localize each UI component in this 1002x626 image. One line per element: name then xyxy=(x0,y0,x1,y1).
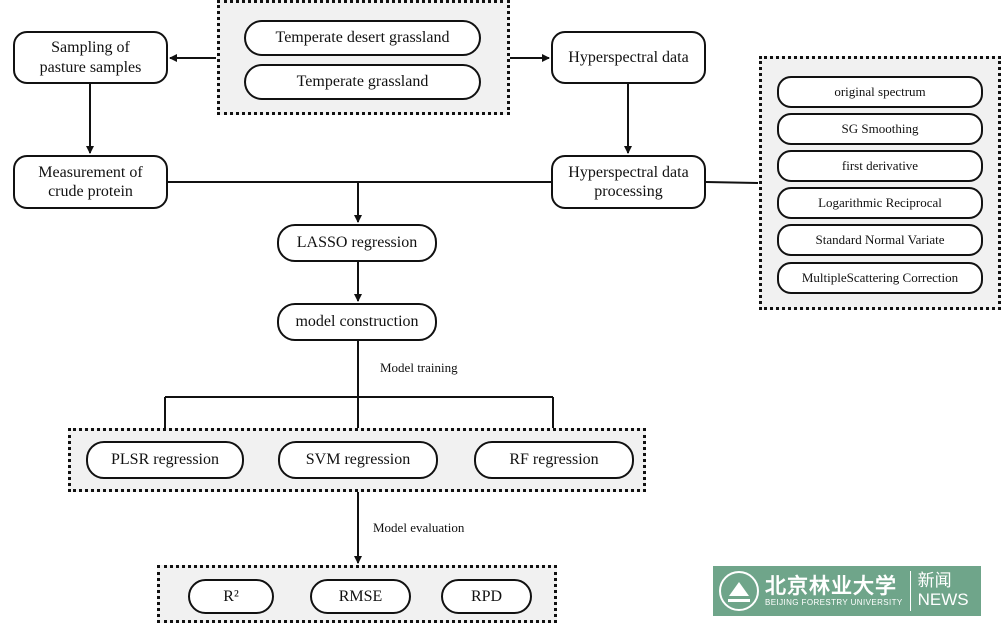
method-sg-smoothing: SG Smoothing xyxy=(777,113,983,145)
university-seal-icon xyxy=(719,571,759,611)
metric-rmse: RMSE xyxy=(310,579,411,614)
method-original-spectrum: original spectrum xyxy=(777,76,983,108)
method-log-reciprocal: Logarithmic Reciprocal xyxy=(777,187,983,219)
svm-node: SVM regression xyxy=(278,441,438,479)
rf-node: RF regression xyxy=(474,441,634,479)
sampling-node: Sampling of pasture samples xyxy=(13,31,168,84)
habitat-desert-grassland: Temperate desert grassland xyxy=(244,20,481,56)
model-training-label: Model training xyxy=(380,360,458,375)
university-news-logo: 北京林业大学 BEIJING FORESTRY UNIVERSITY 新闻 NE… xyxy=(713,566,981,616)
lasso-node: LASSO regression xyxy=(277,224,437,262)
method-first-derivative: first derivative xyxy=(777,150,983,182)
hyperspectral-processing-node: Hyperspectral data processing xyxy=(551,155,706,209)
method-snv: Standard Normal Variate xyxy=(777,224,983,256)
habitat-grassland: Temperate grassland xyxy=(244,64,481,100)
metric-rpd: RPD xyxy=(441,579,532,614)
model-construction-node: model construction xyxy=(277,303,437,341)
link-processing-methods xyxy=(705,181,759,184)
logo-name-en: BEIJING FORESTRY UNIVERSITY xyxy=(765,597,903,607)
metric-r2: R² xyxy=(188,579,274,614)
protein-measurement-node: Measurement of crude protein xyxy=(13,155,168,209)
model-evaluation-label: Model evaluation xyxy=(373,520,465,535)
logo-divider xyxy=(909,571,911,611)
hyperspectral-data-node: Hyperspectral data xyxy=(551,31,706,84)
logo-news-cn: 新闻 xyxy=(917,571,952,592)
logo-name-cn: 北京林业大学 xyxy=(765,573,897,599)
method-msc: MultipleScattering Correction xyxy=(777,262,983,294)
logo-news-en: NEWS xyxy=(917,590,969,609)
plsr-node: PLSR regression xyxy=(86,441,244,479)
